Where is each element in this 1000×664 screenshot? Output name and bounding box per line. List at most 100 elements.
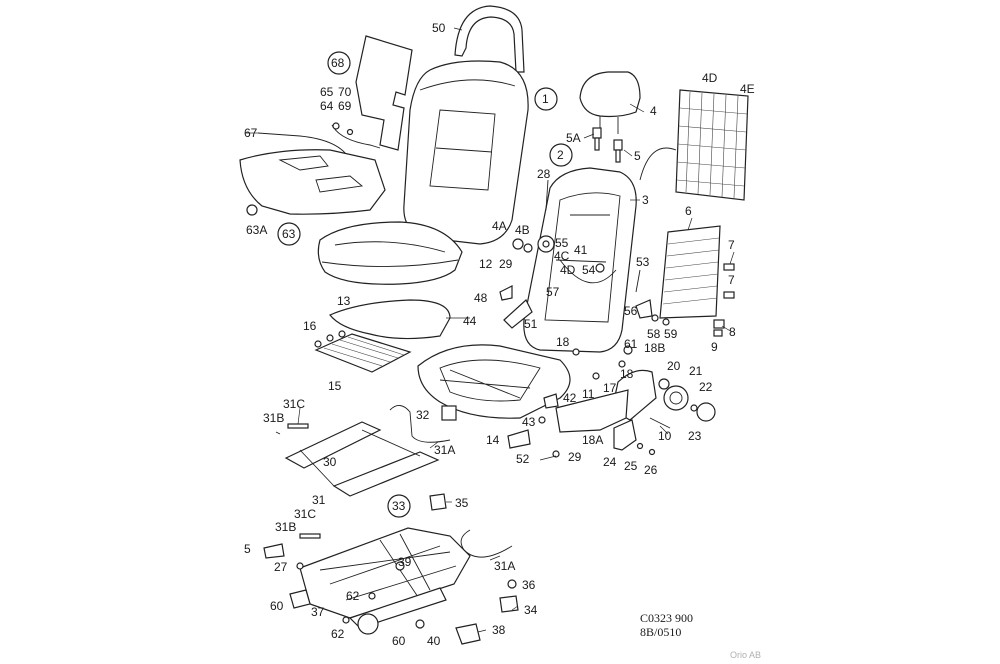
label-63: 63 — [282, 227, 296, 241]
callout-circle-2 — [549, 143, 573, 167]
label-4C: 4C — [554, 249, 570, 263]
label-18: 18 — [556, 335, 570, 349]
recliner-parts-56-58-59 — [635, 299, 670, 326]
label-68: 68 — [331, 56, 345, 70]
label-35: 35 — [455, 496, 469, 510]
label-24: 24 — [603, 455, 617, 469]
label-42: 42 — [563, 391, 577, 405]
label-27: 27 — [274, 560, 288, 574]
label-4D-top: 4D — [702, 71, 718, 85]
small-hardware-lower — [263, 533, 519, 645]
label-32: 32 — [416, 408, 430, 422]
label-58: 58 — [647, 327, 661, 341]
label-7b: 7 — [728, 273, 735, 287]
label-40: 40 — [427, 634, 441, 648]
label-29-top: 29 — [499, 257, 513, 271]
label-67: 67 — [244, 126, 258, 140]
knob-parts-20-21-22-23 — [649, 378, 716, 429]
height-adjuster-33 — [299, 527, 471, 635]
clips-7-8-9 — [713, 263, 735, 337]
spring-mat-15 — [314, 333, 412, 373]
label-63A: 63A — [246, 223, 267, 237]
label-16: 16 — [303, 319, 317, 333]
small-hardware-upper — [499, 179, 641, 380]
label-12: 12 — [479, 257, 493, 271]
callout-circle-1 — [534, 87, 558, 111]
label-70: 70 — [338, 85, 352, 99]
callout-circle-68 — [327, 51, 351, 75]
bracket-35 — [429, 493, 447, 511]
cable-31A-upper — [389, 405, 457, 443]
label-8: 8 — [729, 325, 736, 339]
label-31C: 31C — [283, 397, 305, 411]
label-39: 39 — [398, 555, 412, 569]
backrest-frame-3 — [523, 167, 637, 353]
label-62b: 62 — [331, 627, 345, 641]
reference-sheet: 8B/0510 — [640, 625, 681, 639]
drawing-reference: C0323 900 8B/0510 — [640, 611, 693, 639]
lumbar-mat-6 — [659, 225, 721, 319]
label-31C-b: 31C — [294, 507, 316, 521]
label-15: 15 — [328, 379, 342, 393]
label-14: 14 — [486, 433, 500, 447]
label-13: 13 — [337, 294, 351, 308]
label-18B: 18B — [644, 341, 665, 355]
label-31: 31 — [312, 493, 326, 507]
label-51: 51 — [524, 317, 538, 331]
label-4D-mid: 4D — [560, 263, 576, 277]
label-25: 25 — [624, 459, 638, 473]
label-52: 52 — [516, 452, 530, 466]
label-26: 26 — [644, 463, 658, 477]
label-18-mid: 18 — [620, 367, 634, 381]
bracket-24 — [613, 419, 656, 456]
label-11: 11 — [582, 387, 595, 401]
seat-pan-frame-14 — [417, 344, 571, 419]
label-3: 3 — [642, 193, 649, 207]
reference-code: C0323 900 — [640, 611, 693, 625]
label-5-left: 5 — [244, 542, 251, 556]
part-labels: 50 68 65 70 64 69 67 63A 63 1 2 4 4D 4E … — [244, 21, 755, 648]
label-18A: 18A — [582, 433, 603, 447]
label-28: 28 — [537, 167, 551, 181]
label-9: 9 — [711, 340, 718, 354]
label-34: 34 — [524, 603, 538, 617]
label-17: 17 — [603, 381, 617, 395]
label-31B-b: 31B — [275, 520, 296, 534]
watermark: Orio AB — [730, 650, 761, 660]
label-36: 36 — [522, 578, 536, 592]
label-21: 21 — [689, 364, 703, 378]
brackets-42-43-52 — [507, 393, 560, 458]
heater-pad-68 — [355, 35, 413, 151]
label-1: 1 — [542, 92, 549, 106]
label-31B: 31B — [263, 411, 284, 425]
seat-rail-30-31 — [275, 421, 440, 497]
label-69: 69 — [338, 99, 352, 113]
label-50: 50 — [432, 21, 446, 35]
label-23: 23 — [688, 429, 702, 443]
label-55: 55 — [555, 236, 569, 250]
label-60a: 60 — [270, 599, 284, 613]
leader-lines — [246, 27, 735, 633]
callout-circle-33 — [387, 494, 411, 518]
label-59: 59 — [664, 327, 678, 341]
label-4A: 4A — [492, 219, 507, 233]
label-30: 30 — [323, 455, 337, 469]
label-57: 57 — [546, 285, 560, 299]
label-29-bot: 29 — [568, 450, 582, 464]
label-43: 43 — [522, 415, 536, 429]
label-31A: 31A — [434, 443, 455, 457]
label-31A-b: 31A — [494, 559, 515, 573]
label-62a: 62 — [346, 589, 360, 603]
label-38: 38 — [492, 623, 506, 637]
label-60b: 60 — [392, 634, 406, 648]
label-4: 4 — [650, 104, 657, 118]
side-cover-18A — [555, 389, 629, 433]
label-7a: 7 — [728, 238, 735, 252]
backrest-cushion-12 — [403, 60, 529, 245]
back-panel-4D-4E — [639, 89, 749, 201]
callout-circle-63 — [277, 222, 301, 246]
label-4E: 4E — [740, 82, 755, 96]
label-65: 65 — [320, 85, 334, 99]
clips-16 — [314, 330, 346, 348]
